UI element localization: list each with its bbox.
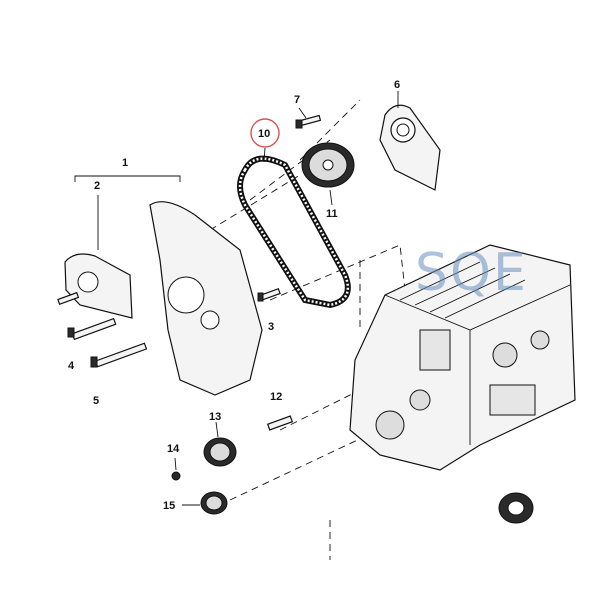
- bolt-3: [257, 287, 281, 302]
- callout-5: 5: [93, 395, 99, 407]
- timing-belt: [237, 118, 351, 309]
- tensioner-pulley: [203, 421, 237, 467]
- idler-pulley: [182, 491, 228, 515]
- callout-14: 14: [167, 443, 180, 455]
- callout-7: 7: [294, 94, 300, 106]
- bolt-7: [295, 107, 322, 129]
- crankshaft-seal: [498, 492, 534, 524]
- callout-3: 3: [268, 321, 274, 333]
- callout-4: 4: [68, 360, 75, 372]
- nut-14: [171, 457, 181, 481]
- watermark-logo: SQE: [415, 243, 528, 303]
- callout-6: 6: [394, 79, 400, 91]
- engine-block: [349, 244, 576, 471]
- callout-15: 15: [163, 500, 175, 512]
- stud-12: [266, 415, 294, 431]
- callout-1: 1: [122, 157, 128, 169]
- bolt-5: [90, 342, 148, 368]
- callout-13: 13: [209, 411, 221, 423]
- callout-10: 10: [258, 128, 270, 140]
- callout-11: 11: [326, 208, 338, 220]
- bolt-4: [67, 317, 117, 341]
- callout-2: 2: [94, 180, 100, 192]
- upper-timing-cover: [379, 91, 441, 191]
- highlight-circle: [250, 118, 280, 148]
- camshaft-sprocket: [301, 142, 355, 206]
- lower-timing-cover: [149, 201, 263, 396]
- bolt-left-small: [57, 291, 80, 306]
- small-cover-plate: [64, 195, 133, 319]
- callout-12: 12: [270, 391, 282, 403]
